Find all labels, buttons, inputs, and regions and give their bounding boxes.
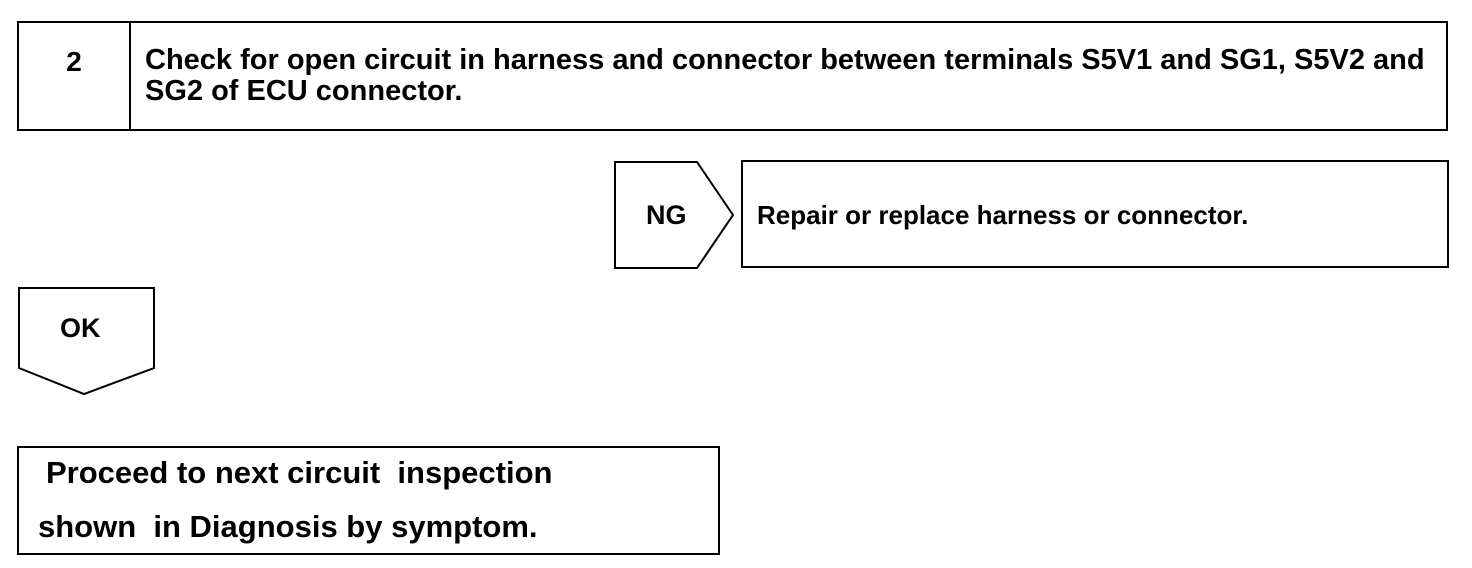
next-step-box: Proceed to next circuit inspection shown… (17, 446, 720, 555)
ng-result-text: Repair or replace harness or connector. (757, 200, 1249, 230)
ng-arrow-shape (614, 161, 735, 269)
step-description: Check for open circuit in harness and co… (145, 44, 1425, 107)
ok-label: OK (60, 313, 101, 343)
step-number: 2 (66, 46, 82, 77)
ok-arrow-shape (18, 287, 155, 396)
next-step-line-1: Proceed to next circuit inspection (46, 455, 553, 490)
ng-result-box: Repair or replace harness or connector. (741, 160, 1449, 268)
ng-label: NG (646, 200, 687, 230)
next-step-line-2: shown in Diagnosis by symptom. (38, 509, 538, 544)
step-box: 2 Check for open circuit in harness and … (17, 21, 1448, 131)
step-number-cell: 2 (19, 23, 131, 129)
